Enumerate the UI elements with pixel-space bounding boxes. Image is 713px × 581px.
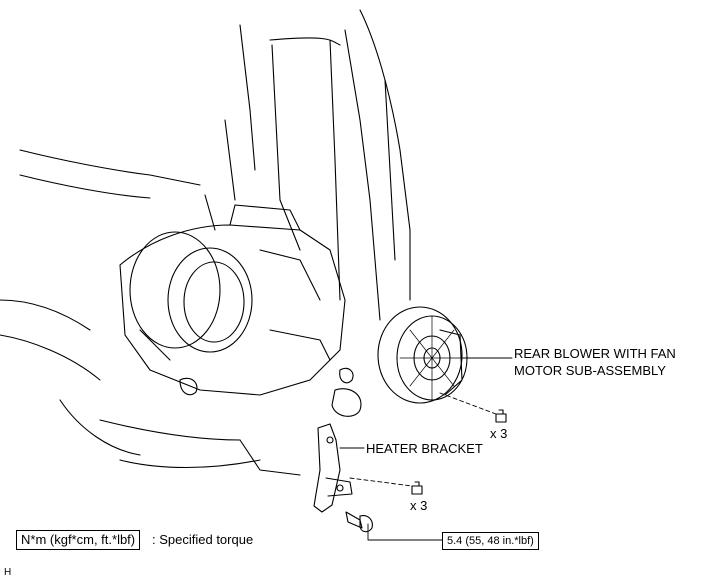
bolt-lower (345, 511, 373, 533)
heater-unit-drawing (119, 194, 346, 396)
bolt-middle (411, 481, 423, 495)
heater-bracket-drawing (313, 423, 353, 513)
leader-lines (339, 357, 513, 541)
body-panel-outline (0, 9, 411, 476)
torque-unit-legend-box: N*m (kgf*cm, ft.*lbf) (16, 530, 141, 550)
torque-legend-description: : Specified torque (152, 532, 254, 547)
rear-blower-drawing (377, 306, 468, 404)
assembly-dashed-lines (349, 392, 497, 487)
corner-mark: H (4, 567, 12, 578)
bolt-upper (495, 409, 507, 423)
blower-label-line1: REAR BLOWER WITH FAN (514, 346, 676, 361)
heater-bracket-label: HEATER BRACKET (366, 441, 483, 456)
blower-label-line2: MOTOR SUB-ASSEMBLY (514, 363, 666, 378)
qty-lower-label: x 3 (410, 498, 428, 513)
qty-upper-label: x 3 (490, 426, 508, 441)
torque-value-box: 5.4 (55, 48 in.*lbf) (442, 532, 539, 550)
